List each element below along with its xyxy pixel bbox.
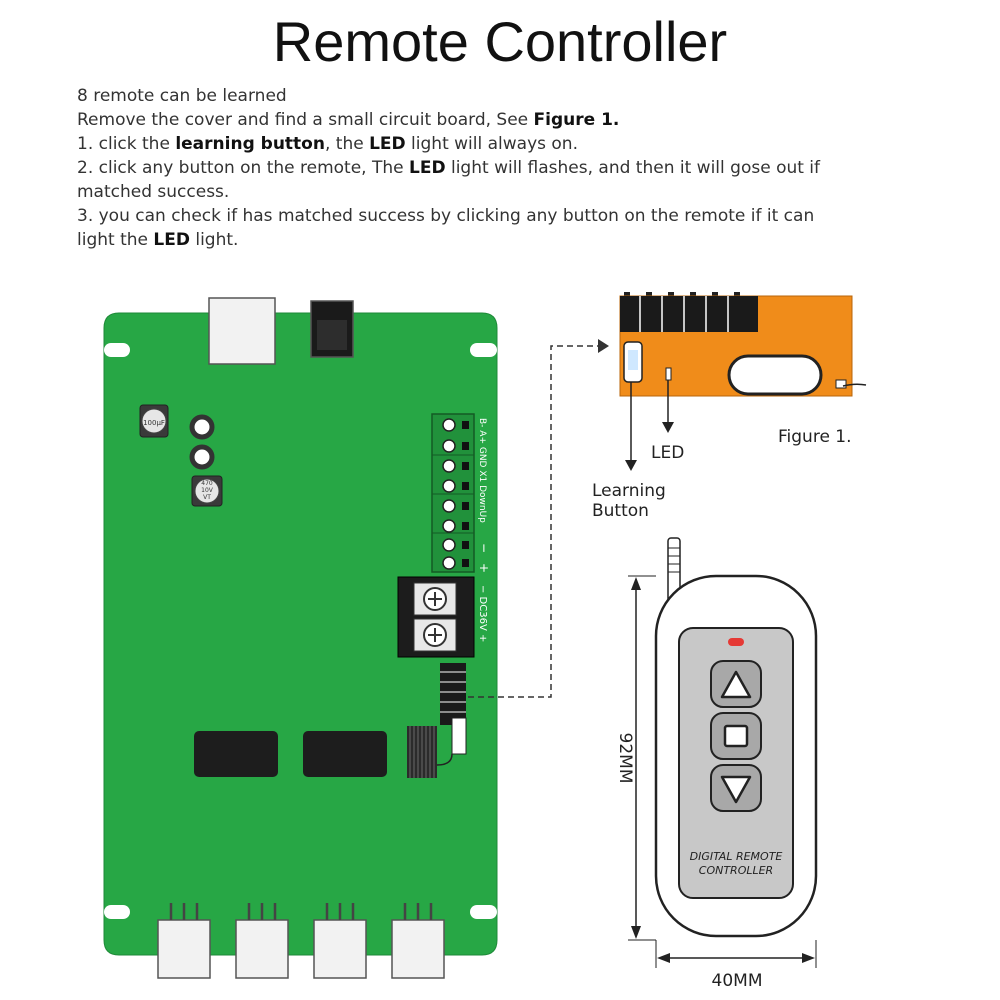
bottom-connector-1 <box>157 919 211 979</box>
instruction-line-4-cont: matched success. <box>77 182 230 202</box>
remote-up-button[interactable] <box>710 660 762 708</box>
learning-button-label-2: Button <box>592 501 649 521</box>
screw-terminal-block: B- A+ GND X1 DownUp − + <box>431 413 491 573</box>
height-dim-label: 92MM <box>615 733 635 784</box>
capacitor-1-label: 100µF <box>143 419 165 427</box>
relay-2 <box>303 731 387 777</box>
width-dimension: 40MM <box>655 940 817 991</box>
bottom-connectors <box>157 919 445 979</box>
rj-connector <box>208 297 276 365</box>
led-component <box>665 367 672 381</box>
capacitor-2-label-3: VT <box>203 494 211 501</box>
mount-slot-bl <box>104 905 130 919</box>
page-title: Remote Controller <box>272 10 728 73</box>
remote-down-button[interactable] <box>710 764 762 812</box>
instruction-line-4: 2. click any button on the remote, The L… <box>77 158 821 178</box>
pcb-body <box>103 312 498 956</box>
learning-button-label-1: Learning <box>592 481 666 501</box>
remote-text-2: CONTROLLER <box>699 864 773 877</box>
terminal-pad-2 <box>189 444 215 470</box>
capacitor-2-label-1: 470 <box>201 480 213 487</box>
instructions: 8 remote can be learned Remove the cover… <box>77 84 877 252</box>
terminal-pad-1 <box>189 414 215 440</box>
receiver-header <box>440 663 467 755</box>
receiver-module <box>619 292 867 397</box>
learning-arrow-head <box>625 460 637 471</box>
leader-arrow <box>598 339 609 353</box>
mount-slot-br <box>470 905 497 919</box>
stop-square-icon <box>723 724 749 748</box>
mount-slot-tl <box>104 343 130 357</box>
remote-control: DIGITAL REMOTE CONTROLLER <box>654 537 818 938</box>
power-terminal: − DC36V + <box>397 576 488 658</box>
remote-text-1: DIGITAL REMOTE <box>690 850 783 863</box>
remote-panel <box>678 627 794 899</box>
relay-1 <box>194 731 278 777</box>
led-arrow-head <box>662 422 674 433</box>
height-dimension: 92MM <box>615 575 656 941</box>
instruction-line-3: 1. click the learning button, the LED li… <box>77 134 578 154</box>
width-dim-label: 40MM <box>712 971 763 991</box>
crystal-oscillator <box>727 354 823 396</box>
power-minus-label: − <box>477 543 491 553</box>
instruction-line-5-cont: light the LED light. <box>77 230 239 250</box>
instruction-line-5: 3. you can check if has matched success … <box>77 206 815 226</box>
terminal-labels: B- A+ GND X1 DownUp <box>477 418 487 523</box>
bottom-connector-4 <box>391 919 445 979</box>
instruction-line-1: 8 remote can be learned <box>77 86 287 106</box>
circuit-board: 100µF 470 10V VT <box>103 297 498 979</box>
capacitor-1: 100µF <box>139 404 169 438</box>
up-arrow-icon <box>720 670 752 699</box>
capacitor-2-label-2: 10V <box>201 487 214 494</box>
figure-label: Figure 1. <box>778 427 852 447</box>
mount-slot-tr <box>470 343 497 357</box>
remote-indicator-led <box>728 638 744 646</box>
led-label: LED <box>651 443 684 463</box>
bottom-connector-2 <box>235 919 289 979</box>
remote-stop-button[interactable] <box>710 712 762 760</box>
antenna-coil <box>407 726 453 778</box>
power-label: − DC36V + <box>477 585 488 642</box>
down-arrow-icon <box>720 775 752 804</box>
power-plus-label: + <box>477 563 491 573</box>
instruction-line-2: Remove the cover and find a small circui… <box>77 110 620 130</box>
bottom-connector-3 <box>313 919 367 979</box>
capacitor-2: 470 10V VT <box>191 475 223 507</box>
leader-line <box>468 345 600 698</box>
